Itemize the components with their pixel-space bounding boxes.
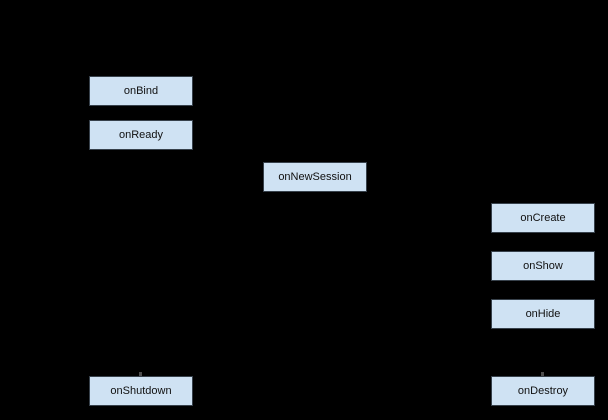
arrowhead-remnant <box>541 372 544 376</box>
node-label: onReady <box>118 128 164 141</box>
node-onready: onReady <box>89 120 193 150</box>
node-label: onHide <box>525 307 561 320</box>
node-label: onBind <box>123 84 159 97</box>
node-onhide: onHide <box>491 299 595 329</box>
node-label: onShutdown <box>110 384 172 397</box>
node-onbind: onBind <box>89 76 193 106</box>
node-onnewsession: onNewSession <box>263 162 367 192</box>
node-ondestroy: onDestroy <box>491 376 595 406</box>
node-oncreate: onCreate <box>491 203 595 233</box>
arrowhead-remnant <box>139 372 142 376</box>
node-label: onNewSession <box>278 170 352 183</box>
node-label: onShow <box>523 259 563 272</box>
node-onshutdown: onShutdown <box>89 376 193 406</box>
node-label: onDestroy <box>517 384 569 397</box>
node-onshow: onShow <box>491 251 595 281</box>
node-label: onCreate <box>520 211 566 224</box>
